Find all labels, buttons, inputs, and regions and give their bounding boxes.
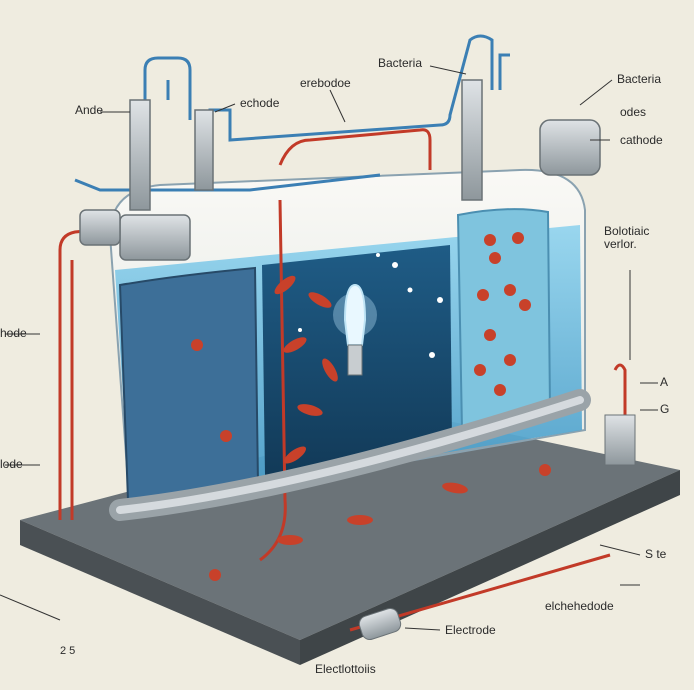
bolotiaic-line-2: verlor. <box>604 237 637 252</box>
anode-chamber <box>118 266 260 502</box>
bacterium-dot <box>494 384 506 396</box>
bacterium-dot <box>489 252 501 264</box>
bacteria-group <box>191 232 551 581</box>
bacteria-right-label: Bacteria <box>617 72 662 86</box>
cathode-chamber <box>456 208 552 432</box>
elchehedode-label: elchehedode <box>545 599 614 613</box>
bacterium-rod <box>308 292 332 308</box>
bacterium-dot <box>504 284 516 296</box>
ste-label: S te <box>645 547 667 561</box>
bacterium-rod <box>283 337 307 353</box>
left-lode-label: lode <box>0 457 23 471</box>
echode-label: echode <box>240 96 280 110</box>
electrode-label: Electrode <box>445 623 496 637</box>
bacterium-dot <box>484 329 496 341</box>
light-bulb-icon <box>333 283 377 376</box>
electlottoiis-label: Electlottoiis <box>315 662 376 676</box>
bacteria-top-label: Bacteria <box>378 56 423 70</box>
corner-note: 2 5 <box>60 645 76 657</box>
terminal-post <box>604 382 658 466</box>
bacterium-dot <box>191 339 203 351</box>
odes-label: odes <box>620 105 647 119</box>
sparkle-icons <box>298 253 443 358</box>
bacterium-dot <box>539 464 551 476</box>
bolotiaic-label: Bolotiaic verlor. <box>604 224 694 252</box>
bacterium-dot <box>474 364 486 376</box>
bacterium-dot <box>220 430 232 442</box>
bacterium-rod <box>347 515 373 525</box>
bacterium-dot <box>504 354 516 366</box>
bacterium-rod <box>277 535 303 545</box>
leader-lines <box>0 65 641 631</box>
bacterium-dot <box>209 569 221 581</box>
bacterium-dot <box>477 289 489 301</box>
pipe-network <box>74 34 510 192</box>
bacterium-dot <box>512 232 524 244</box>
anode-label: Ande <box>75 103 104 117</box>
bacterium-rod <box>283 446 307 464</box>
bacterium-dot <box>484 234 496 246</box>
a-terminal-label: A <box>660 375 669 389</box>
bacterium-rod <box>322 358 338 382</box>
probe-electrode <box>358 607 402 641</box>
base-tube <box>109 389 591 521</box>
bolotiaic-line-1: Bolotiaic <box>604 224 650 238</box>
g-terminal-label: G <box>660 402 670 416</box>
cathode-label: cathode <box>620 133 663 147</box>
metal-columns <box>79 79 601 261</box>
bacterium-rod <box>442 482 468 494</box>
bacterium-rod <box>274 275 296 295</box>
bacterium-dot <box>519 299 531 311</box>
erebodoe-label: erebodoe <box>300 76 351 90</box>
bacterium-rod <box>297 404 323 416</box>
left-hode-label: hode <box>0 326 27 340</box>
